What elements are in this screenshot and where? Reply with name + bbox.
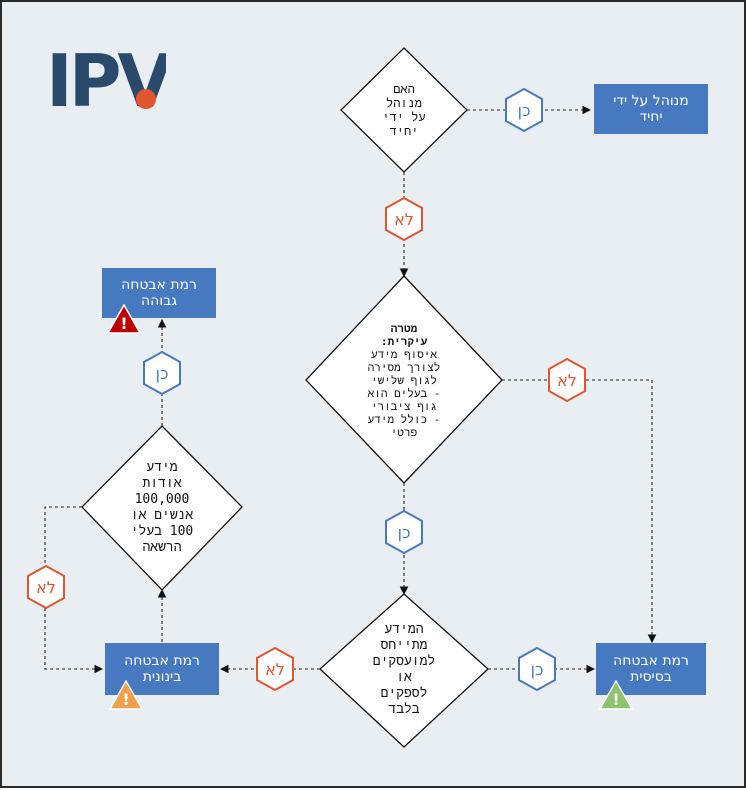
no-badge: לא xyxy=(26,564,66,610)
warning-icon: ! xyxy=(107,304,141,334)
result-medium-security: רמת אבטחה בינונית xyxy=(105,643,219,695)
decision-diamond-employees xyxy=(319,593,489,748)
ipv-logo: IPV xyxy=(46,44,166,114)
question-managed-by-individual: האם מנוהל על ידי יחיד xyxy=(382,82,426,138)
logo-dot xyxy=(136,89,156,109)
question-main-purpose-title: מטרה עיקרית: xyxy=(380,321,428,348)
no-badge: לא xyxy=(384,196,424,242)
svg-text:!: ! xyxy=(612,690,619,709)
yes-badge: כן xyxy=(142,350,182,396)
connector-no-size xyxy=(44,506,104,674)
decision-diamond-size xyxy=(81,425,243,591)
yes-badge: כן xyxy=(504,87,544,133)
question-employees-suppliers: המידע מתייחס למועסקים או לספקים בלבד xyxy=(372,622,436,717)
decision-diamond-individual xyxy=(340,47,468,173)
svg-text:!: ! xyxy=(120,314,127,333)
question-main-purpose-text: איסוף מידע לצורך מסירה לגוף שלישי - בעלי… xyxy=(367,347,441,439)
no-badge: לא xyxy=(547,357,587,403)
yes-badge: כן xyxy=(517,646,557,692)
decision-diamond-purpose xyxy=(305,275,503,484)
yes-badge: כן xyxy=(384,509,424,555)
warning-icon: ! xyxy=(109,680,143,710)
result-managed-by-individual: מנוהל על ידי יחיד xyxy=(594,84,708,134)
warning-icon: ! xyxy=(599,680,633,710)
question-main-purpose: מטרה עיקרית: איסוף מידע לצורך מסירה לגוף… xyxy=(332,312,476,448)
no-badge: לא xyxy=(255,646,295,692)
connector-no-purpose xyxy=(502,379,657,644)
question-data-size: מידע אודות 100,000 אנשים או 100 בעלי הרש… xyxy=(130,460,194,555)
svg-text:!: ! xyxy=(122,690,129,709)
